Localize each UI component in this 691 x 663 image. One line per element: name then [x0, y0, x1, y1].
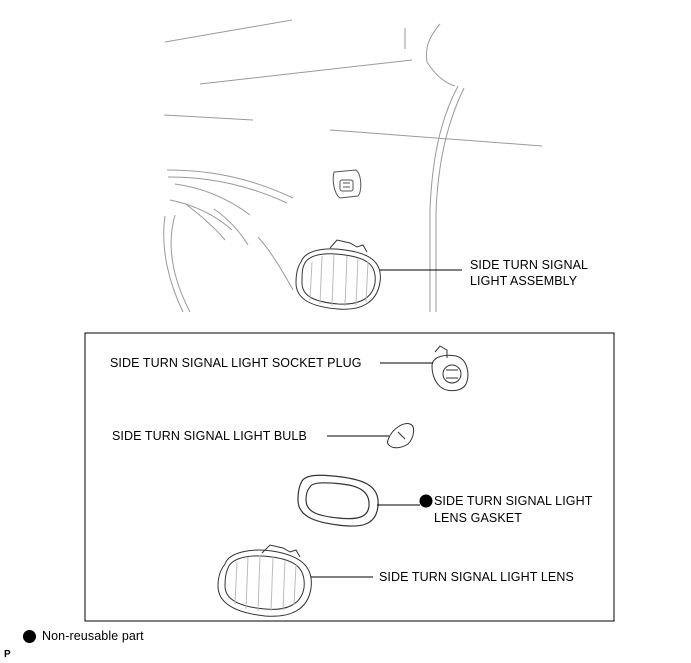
body-socket [332, 169, 362, 199]
lens-gasket-part [297, 474, 379, 527]
gasket-label-line2: LENS GASKET [434, 511, 522, 525]
legend-text: Non-reusable part [42, 629, 144, 643]
lens-part [217, 544, 312, 617]
assembly-label-line1: SIDE TURN SIGNAL [470, 258, 589, 272]
socket-plug-part [431, 345, 469, 392]
light-assembly [295, 239, 381, 310]
gasket-label-line1: SIDE TURN SIGNAL LIGHT [434, 494, 593, 508]
filled-circle-icon [23, 630, 36, 643]
lens-label: SIDE TURN SIGNAL LIGHT LENS [379, 570, 574, 584]
bulb-part [386, 423, 415, 449]
socket-plug-label: SIDE TURN SIGNAL LIGHT SOCKET PLUG [110, 356, 362, 370]
bulb-label: SIDE TURN SIGNAL LIGHT BULB [112, 429, 307, 443]
vehicle-body-outline [163, 19, 543, 313]
corner-mark: P [4, 649, 11, 660]
non-reusable-marker [419, 494, 433, 508]
assembly-label-line2: LIGHT ASSEMBLY [470, 274, 578, 288]
parts-frame [84, 332, 615, 622]
